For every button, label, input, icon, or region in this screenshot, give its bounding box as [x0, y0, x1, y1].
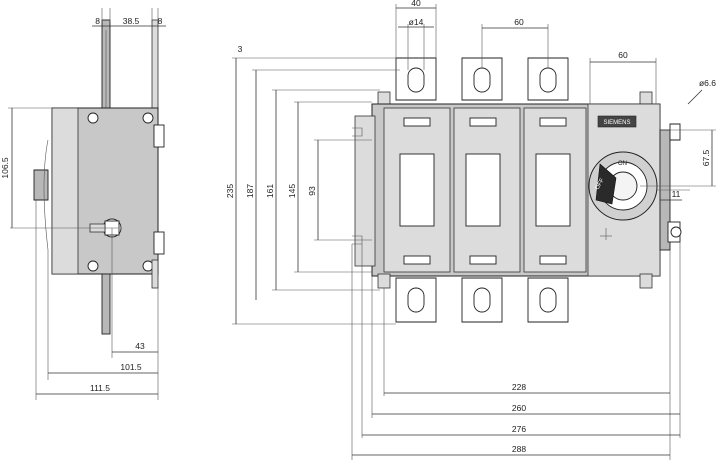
dim-front-hole-dia: ø14	[409, 17, 424, 27]
dim-front-mount-hole: ø6.6	[699, 78, 716, 88]
dim-front-height-145: 145	[287, 184, 297, 198]
dim-front-lug-width: 40	[411, 0, 421, 8]
dim-side-top-1: 8	[95, 16, 100, 26]
front-extension-lines	[232, 4, 716, 460]
dim-front-total-height: 235	[225, 184, 235, 198]
dim-front-height-187: 187	[245, 184, 255, 198]
dim-front-handle-width: 60	[618, 50, 628, 60]
dim-front-width-228: 228	[512, 382, 526, 392]
dim-side-height: 106.5	[0, 157, 10, 179]
side-view	[8, 8, 165, 400]
dim-front-height-93: 93	[307, 186, 317, 196]
front-view: SIEMENS OFF ON	[352, 57, 682, 323]
dim-front-width-260: 260	[512, 403, 526, 413]
dim-front-clip-offset: 11	[672, 189, 681, 199]
handle-on-label: ON	[618, 161, 627, 167]
dim-front-pitch: 60	[514, 17, 524, 27]
dim-front-width-276: 276	[512, 424, 526, 434]
dim-side-bottom-3: 111.5	[90, 383, 110, 393]
dim-front-offset: 3	[238, 44, 243, 54]
dim-side-top-2: 38.5	[123, 16, 140, 26]
dim-front-height-161: 161	[265, 184, 275, 198]
dim-front-width-288: 288	[512, 444, 526, 454]
dim-side-top-3: 8	[158, 16, 163, 26]
brand-label: SIEMENS	[603, 120, 630, 126]
handle-off-label: OFF	[595, 177, 606, 191]
dim-side-bottom-1: 43	[135, 341, 145, 351]
dim-side-bottom-2: 101.5	[120, 362, 142, 372]
front-dimensions: 40 ø14 60 60 3 235 187 161 145 93 ø6.6 6…	[225, 0, 716, 456]
side-dimensions: 8 38.5 8 106.5 43 101.5 111.5	[0, 16, 166, 395]
dim-front-handle-center: 67.5	[701, 149, 711, 166]
